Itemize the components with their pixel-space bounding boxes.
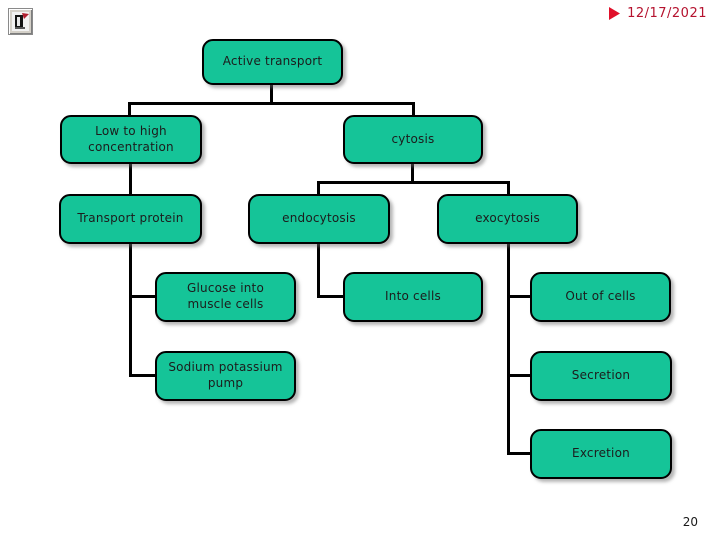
node-low-to-high-label: Low to high concentration (88, 123, 174, 154)
connector-to-cytosis (412, 102, 415, 118)
connector-stub-glucose (129, 295, 155, 298)
node-into-cells: Into cells (343, 272, 483, 322)
node-out-of-cells: Out of cells (530, 272, 671, 322)
connector-level2-horizontal (317, 181, 510, 184)
node-active-transport: Active transport (202, 39, 343, 85)
node-excretion-label: Excretion (572, 446, 630, 461)
connector-to-exocytosis (507, 181, 510, 197)
node-out-of-cells-label: Out of cells (565, 289, 636, 304)
slide-marker-glyph (12, 12, 29, 31)
connector-stub-excretion (507, 452, 530, 455)
node-glucose-muscle-label: Glucose into muscle cells (186, 281, 264, 311)
connector-to-low-high (128, 102, 131, 118)
connector-stub-secretion (507, 374, 530, 377)
node-sodium-pump-label: Sodium potassium pump (168, 360, 283, 390)
node-active-transport-label: Active transport (222, 54, 323, 69)
node-low-to-high: Low to high concentration (60, 115, 202, 164)
date-arrow-icon (609, 7, 621, 20)
slide-marker-icon[interactable] (8, 8, 33, 35)
node-excretion: Excretion (530, 429, 672, 479)
node-exocytosis: exocytosis (437, 194, 578, 244)
node-secretion: Secretion (530, 351, 672, 401)
node-endocytosis-label: endocytosis (282, 211, 356, 226)
connector-exocytosis-trunk (507, 243, 510, 455)
node-sodium-pump: Sodium potassium pump (155, 351, 296, 401)
connector-to-endocytosis (317, 181, 320, 197)
node-glucose-muscle: Glucose into muscle cells (155, 272, 296, 322)
node-secretion-label: Secretion (571, 368, 631, 383)
node-into-cells-label: Into cells (385, 289, 441, 304)
connector-level1-horizontal (128, 102, 415, 105)
connector-lowhigh-transport (129, 164, 132, 196)
node-exocytosis-label: exocytosis (475, 211, 540, 226)
connector-stub-into-cells (317, 295, 343, 298)
slide-date-row: 12/17/2021 (609, 6, 707, 21)
connector-endocytosis-trunk (317, 243, 320, 298)
node-cytosis: cytosis (343, 115, 483, 164)
connector-transport-trunk (129, 243, 132, 377)
connector-stub-sodium (129, 374, 155, 377)
connector-cytosis-down (411, 163, 414, 183)
node-endocytosis: endocytosis (248, 194, 390, 244)
node-cytosis-label: cytosis (391, 131, 435, 146)
connector-active-down (270, 85, 273, 104)
page-number: 20 (682, 515, 698, 529)
node-transport-protein-label: Transport protein (77, 211, 184, 226)
slide-date: 12/17/2021 (627, 6, 707, 21)
connector-stub-out-of-cells (507, 295, 530, 298)
node-transport-protein: Transport protein (59, 194, 202, 244)
